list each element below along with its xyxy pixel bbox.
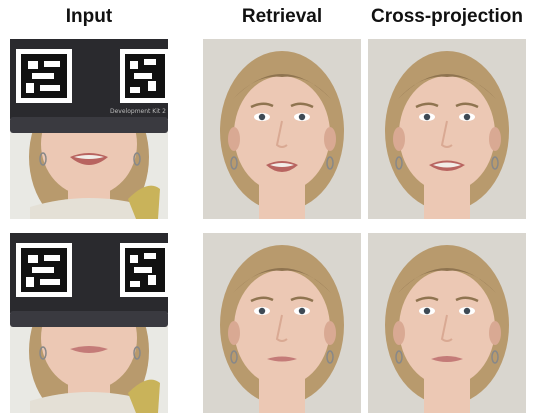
column-header-input: Input bbox=[65, 6, 113, 27]
cross-projection-face-image bbox=[368, 233, 526, 413]
column-header-retrieval: Retrieval bbox=[241, 6, 323, 27]
panel-input-row-1: Development Kit 2 bbox=[10, 39, 168, 219]
panel-retrieval-row-1 bbox=[203, 39, 361, 219]
panel-cross-projection-row-2 bbox=[368, 233, 526, 413]
headset-model-label: Development Kit 2 bbox=[110, 108, 166, 115]
retrieval-face-image bbox=[203, 233, 361, 413]
panel-cross-projection-row-1 bbox=[368, 39, 526, 219]
input-face-headset-image bbox=[10, 233, 168, 413]
panel-retrieval-row-2 bbox=[203, 233, 361, 413]
panel-input-row-2 bbox=[10, 233, 168, 413]
retrieval-face-image bbox=[203, 39, 361, 219]
input-face-headset-image: Development Kit 2 bbox=[10, 39, 168, 219]
cross-projection-face-image bbox=[368, 39, 526, 219]
column-header-cross-projection: Cross-projection bbox=[370, 6, 524, 27]
